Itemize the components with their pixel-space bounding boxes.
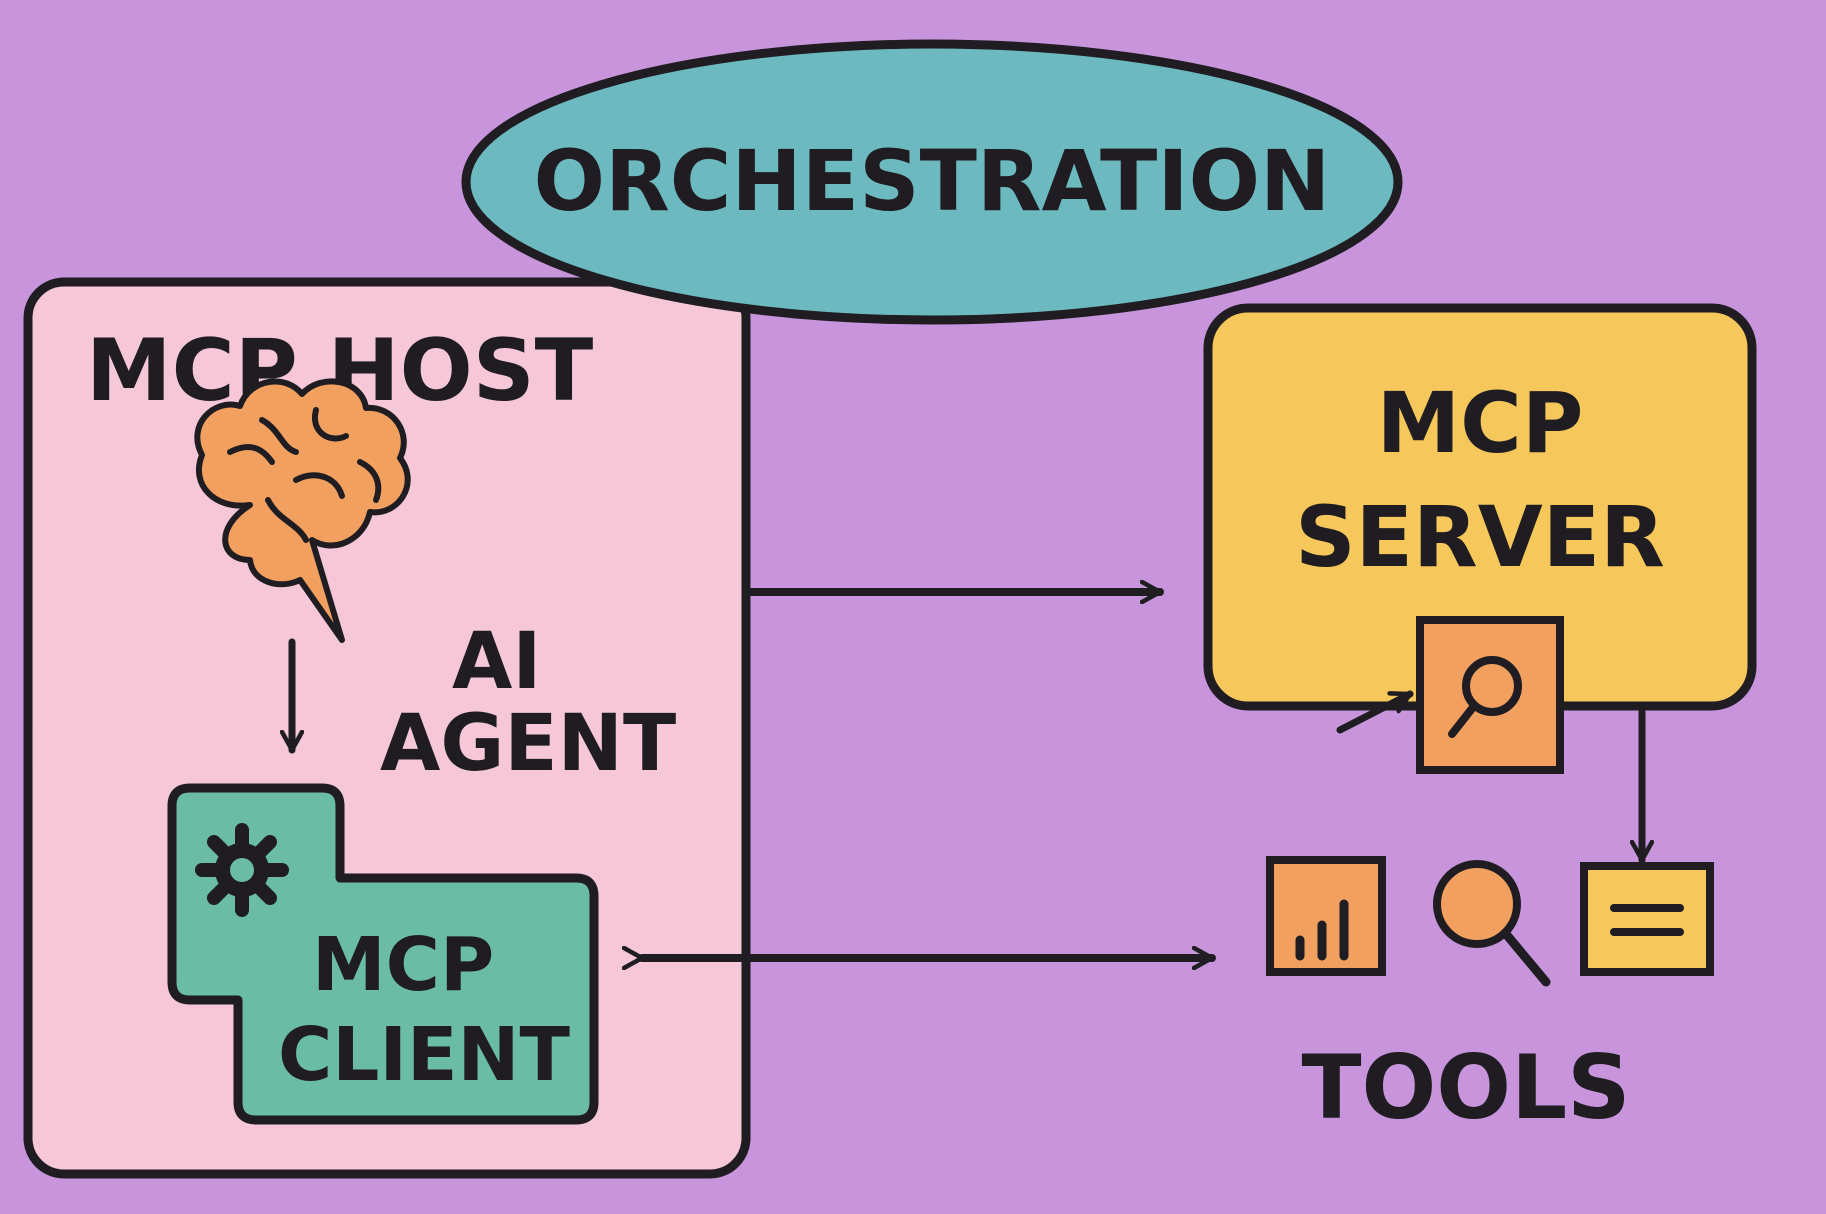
document-icon [1580,862,1714,976]
server-inner-arrow [1336,690,1414,734]
magnifier-icon [1433,860,1551,987]
mcp-client-label-line2: CLIENT [278,1012,570,1098]
orchestration-label: ORCHESTRATION [534,132,1331,230]
mcp-client-label-line1: MCP [312,922,494,1008]
ai-agent-label-line2: AGENT [380,699,676,789]
tools-label: TOOLS [1301,1036,1630,1139]
ai-agent-label-line1: AI [452,617,541,707]
mcp-server-label-line2: SERVER [1295,488,1665,586]
magnifier-icon [1448,656,1522,738]
server-tool-square [1416,616,1564,774]
orchestration-ellipse [461,39,1403,325]
brain-icon [194,378,411,643]
bar-chart-icon [1266,856,1386,976]
gear-icon [195,823,289,917]
mcp-server-label-line1: MCP [1377,374,1584,472]
